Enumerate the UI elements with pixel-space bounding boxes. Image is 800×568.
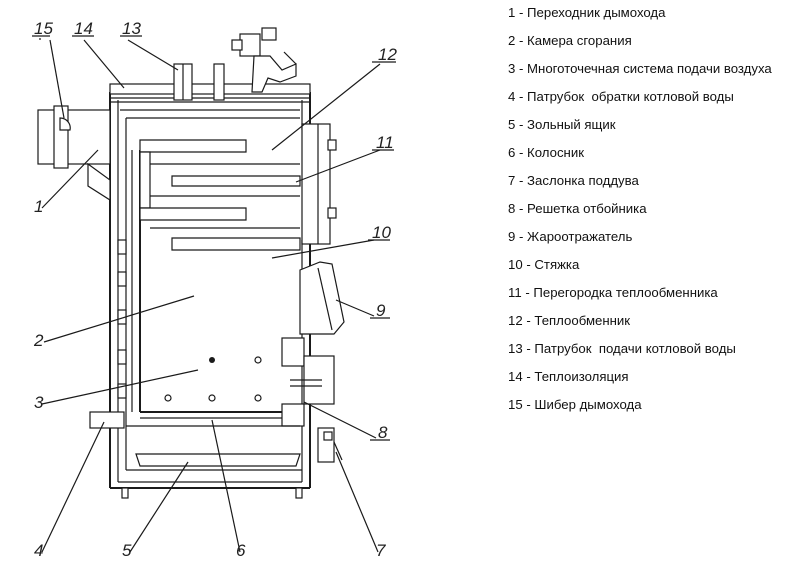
air-damper: [317, 427, 343, 463]
heat-exchanger: [139, 139, 301, 251]
supply-nozzle: [173, 63, 193, 101]
legend-item-8: 8 - Решетка отбойника: [508, 201, 647, 216]
parts-legend: 1 - Переходник дымохода 2 - Камера сгора…: [508, 4, 800, 424]
legend-item-7: 7 - Заслонка поддува: [508, 173, 639, 188]
legend-item-6: 6 - Колосник: [508, 145, 584, 160]
callout-2: 2: [33, 331, 44, 350]
callout-10: 10: [372, 223, 391, 242]
safety-valve: [213, 27, 297, 101]
callout-11: 11: [376, 133, 394, 152]
legend-item-12: 12 - Теплообменник: [508, 313, 631, 328]
legend-item-11: 11 - Перегородка теплообменника: [508, 285, 718, 300]
side-brackets: [117, 239, 127, 399]
callout-9: 9: [376, 301, 386, 320]
ash-box: [126, 453, 302, 471]
legend-item-3: 3 - Многоточечная система подачи воздуха: [508, 61, 772, 76]
legend-item-5: 5 - Зольный ящик: [508, 117, 616, 132]
exchanger-side-blocks: [301, 123, 337, 245]
legend-item-13: 13 - Патрубок подачи котловой воды: [508, 341, 736, 356]
legend-item-9: 9 - Жароотражатель: [508, 229, 633, 244]
legend-item-1: 1 - Переходник дымохода: [508, 5, 666, 20]
callout-6: 6: [236, 541, 246, 560]
air-intake-points: [164, 356, 262, 402]
callout-7: 7: [376, 541, 386, 560]
heat-reflector: [299, 261, 345, 335]
legend-item-15: 15 - Шибер дымохода: [508, 397, 642, 412]
callout-15: 15: [34, 19, 53, 38]
legend-item-2: 2 - Камера сгорания: [508, 33, 632, 48]
return-nozzle: [89, 411, 125, 429]
legend-item-10: 10 - Стяжка: [508, 257, 580, 272]
callout-1: 1: [34, 197, 43, 216]
deflector-grate: [281, 337, 335, 427]
callout-8: 8: [378, 423, 388, 442]
top-insulation: [109, 83, 311, 103]
legend-item-14: 14 - Теплоизоляция: [508, 369, 629, 384]
callout-13: 13: [122, 19, 141, 38]
callout-12: 12: [378, 45, 397, 64]
leader-lines: [32, 35, 396, 553]
callout-3: 3: [34, 393, 44, 412]
callout-4: 4: [34, 541, 43, 560]
flue-adapter: [37, 105, 111, 202]
callout-5: 5: [122, 541, 132, 560]
legend-item-4: 4 - Патрубок обратки котловой воды: [508, 89, 734, 104]
callout-14: 14: [74, 19, 93, 38]
